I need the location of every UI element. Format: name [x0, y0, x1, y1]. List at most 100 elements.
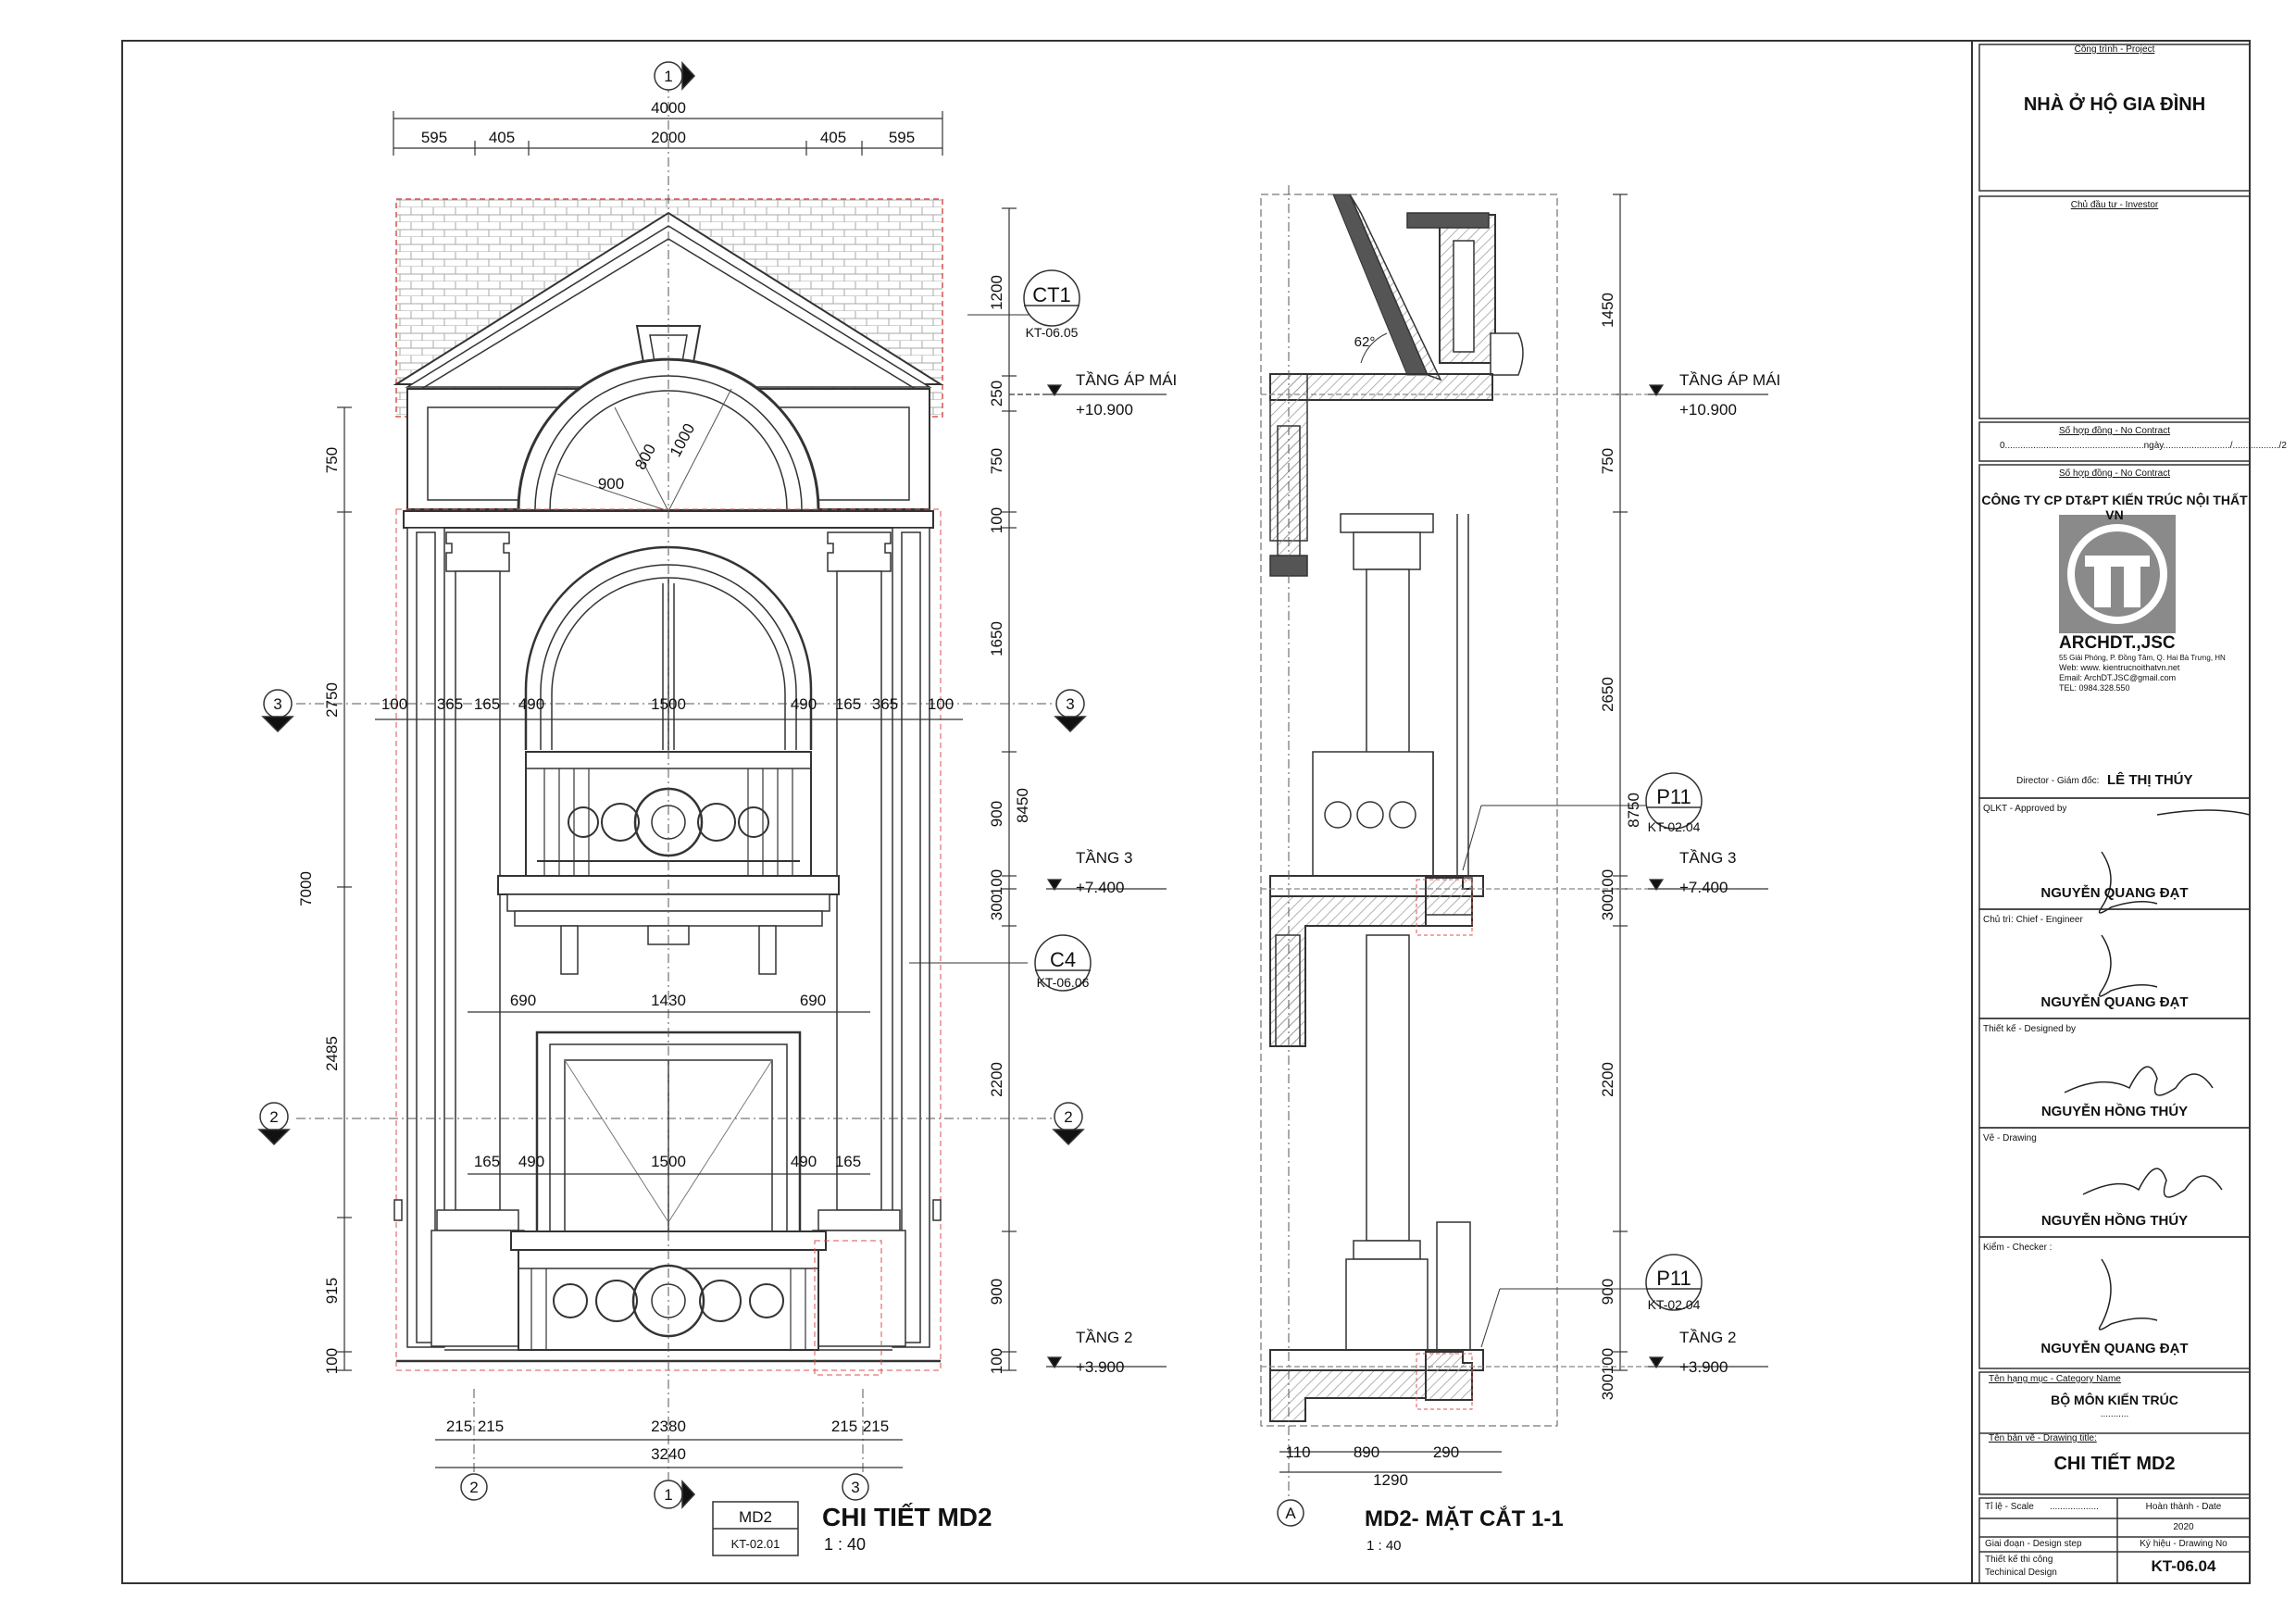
dim-top-4: 405 — [820, 129, 846, 146]
chief-label: Chủ trì: Chief - Engineer — [1983, 915, 2083, 925]
title-block — [1978, 44, 2251, 1584]
callout-c4-ref: KT-06.06 — [1037, 975, 1090, 990]
checker-label: Kiểm - Checker : — [1983, 1243, 2053, 1253]
step-label: Giai đoạn - Design step — [1985, 1539, 2082, 1549]
drawing-label: Vẽ - Drawing — [1983, 1133, 2037, 1143]
dim-right-8: 300 — [988, 894, 1005, 920]
drawno-label: Ký hiệu - Drawing No — [2140, 1539, 2227, 1549]
signature-approved — [2098, 809, 2251, 914]
dim-top-1: 595 — [421, 129, 447, 146]
dim-low-4: 490 — [791, 1153, 817, 1170]
signature-checker — [2098, 1258, 2158, 1330]
date-value: 2020 — [2173, 1522, 2194, 1532]
grid-bubble-3-bottom — [842, 1473, 869, 1501]
section-level-markers — [1261, 384, 1768, 1369]
design-step-2: Techinical Design — [1985, 1568, 2057, 1578]
dim-top-total: 4000 — [651, 99, 686, 117]
dim-door-3: 690 — [800, 992, 826, 1009]
dim-mid-5: 1500 — [651, 695, 686, 713]
callout-p11a-ref: KT-02.04 — [1648, 819, 1701, 834]
dim-top-3: 2000 — [651, 129, 686, 146]
section-view-scale: 1 : 40 — [1366, 1538, 1402, 1554]
company-tel: TEL: 0984.328.550 — [2059, 683, 2130, 693]
callout-ct1: CT1 — [1032, 283, 1071, 306]
dim-mid-7: 165 — [835, 695, 861, 713]
approved-label: QLKT - Approved by — [1983, 804, 2067, 814]
dim-mid-4: 490 — [518, 695, 544, 713]
callout-bubble-c4 — [1034, 934, 1092, 992]
front-dim-texts: 4000 595 405 2000 405 595 100 365 165 49… — [381, 99, 954, 1463]
caption-tag: MD2 — [739, 1508, 772, 1526]
grid-label-1-bottom: 1 — [664, 1486, 672, 1504]
dim-right-6: 900 — [988, 801, 1005, 827]
sec-dim-8: 100 — [1599, 1348, 1616, 1374]
grid-label-3-right: 3 — [1066, 695, 1074, 713]
category-label: Tên hạng mục - Category Name — [1989, 1374, 2121, 1384]
callout-p11b-ref: KT-02.04 — [1648, 1297, 1701, 1312]
dim-mid-3: 165 — [474, 695, 500, 713]
company-address: 55 Giải Phóng, P. Đồng Tâm, Q. Hai Bà Tr… — [2059, 654, 2226, 662]
drawing-title: CHI TIẾT MD2 — [2053, 1454, 2176, 1474]
project-label: Công trình - Project — [2074, 44, 2155, 55]
contract-line: 0.......................................… — [2000, 441, 2287, 451]
contract-label: Số hợp đồng - No Contract — [2059, 426, 2170, 436]
dim-low-1: 165 — [474, 1153, 500, 1170]
grid-bubble-a — [1277, 1499, 1304, 1527]
category-name: BỘ MÔN KIẾN TRÚC — [2051, 1393, 2178, 1407]
dim-bot-3: 2380 — [651, 1418, 686, 1435]
sec-dim-5: 300 — [1599, 894, 1616, 920]
dim-right-total: 8450 — [1014, 788, 1031, 823]
dim-right-1: 1200 — [988, 275, 1005, 310]
dim-right-4: 100 — [988, 507, 1005, 533]
drawing-number: KT-06.04 — [2151, 1557, 2216, 1575]
section-1-1 — [1260, 194, 1558, 1427]
project-name: NHÀ Ở HỘ GIA ĐÌNH — [2023, 94, 2206, 115]
dim-low-3: 1500 — [651, 1153, 686, 1170]
callout-bubble-p11-lower — [1645, 1254, 1703, 1311]
dim-right-11: 100 — [988, 1348, 1005, 1374]
sec-angle: 62° — [1354, 334, 1376, 350]
dim-right-7: 100 — [988, 869, 1005, 895]
dim-bot-2: 215 — [478, 1418, 504, 1435]
sec-level-roof-name: TẦNG ÁP MÁI — [1679, 371, 1780, 389]
dim-low-5: 165 — [835, 1153, 861, 1170]
sec-dim-bot-1: 110 — [1285, 1443, 1310, 1461]
front-view-scale: 1 : 40 — [824, 1535, 866, 1554]
designed-name: NGUYỄN HỒNG THÚY — [2040, 1104, 2189, 1119]
sec-level-f2-val: +3.900 — [1679, 1358, 1728, 1376]
designed-label: Thiết kế - Designed by — [1983, 1024, 2077, 1034]
dim-mid-8: 365 — [872, 695, 898, 713]
dim-top-5: 595 — [889, 129, 915, 146]
dim-mid-9: 100 — [928, 695, 954, 713]
dim-left-5: 100 — [323, 1348, 341, 1374]
callout-leaders — [909, 314, 1650, 1348]
sec-dim-bot-total: 1290 — [1373, 1471, 1408, 1489]
company-logo — [2059, 515, 2176, 633]
sec-dim-2: 750 — [1599, 448, 1616, 474]
dim-left-2: 2750 — [323, 682, 341, 718]
dim-mid-2: 365 — [437, 695, 463, 713]
grid-label-2-bottom: 2 — [469, 1479, 478, 1496]
dim-door-1: 690 — [510, 992, 536, 1009]
caption-tag-ref: KT-02.01 — [731, 1537, 780, 1551]
dim-low-2: 490 — [518, 1153, 544, 1170]
brand-name: ARCHDT.,JSC — [2059, 633, 2176, 653]
dim-right-3: 750 — [988, 448, 1005, 474]
dim-left-1: 750 — [323, 447, 341, 473]
company-name: CÔNG TY CP DT&PT KIẾN TRÚC NỘI THẤT VN — [1981, 493, 2248, 522]
drawing-name: NGUYỄN HỒNG THÚY — [2040, 1213, 2189, 1229]
callout-bubble-ct1 — [1023, 269, 1080, 327]
dim-top-2: 405 — [489, 129, 515, 146]
dim-right-10: 900 — [988, 1279, 1005, 1305]
front-level-f2-val: +3.900 — [1076, 1358, 1124, 1376]
grid-label-3-left: 3 — [273, 695, 281, 713]
level-texts: TẦNG ÁP MÁI +10.900 TẦNG 3 +7.400 TẦNG 2… — [1076, 371, 1780, 1376]
dim-bot-total: 3240 — [651, 1445, 686, 1463]
caption-texts: MD2 KT-02.01 CHI TIẾT MD2 1 : 40 MD2- MẶ… — [731, 1503, 1564, 1554]
director-name: LÊ THỊ THÚY — [2107, 772, 2193, 788]
front-dimension-lines — [337, 111, 1017, 1468]
sec-dim-bot-3: 290 — [1433, 1443, 1459, 1461]
grid-bubble-2-bottom — [460, 1473, 488, 1501]
front-view-title: CHI TIẾT MD2 — [822, 1503, 992, 1531]
checker-name: NGUYỄN QUANG ĐẠT — [2040, 1341, 2189, 1356]
